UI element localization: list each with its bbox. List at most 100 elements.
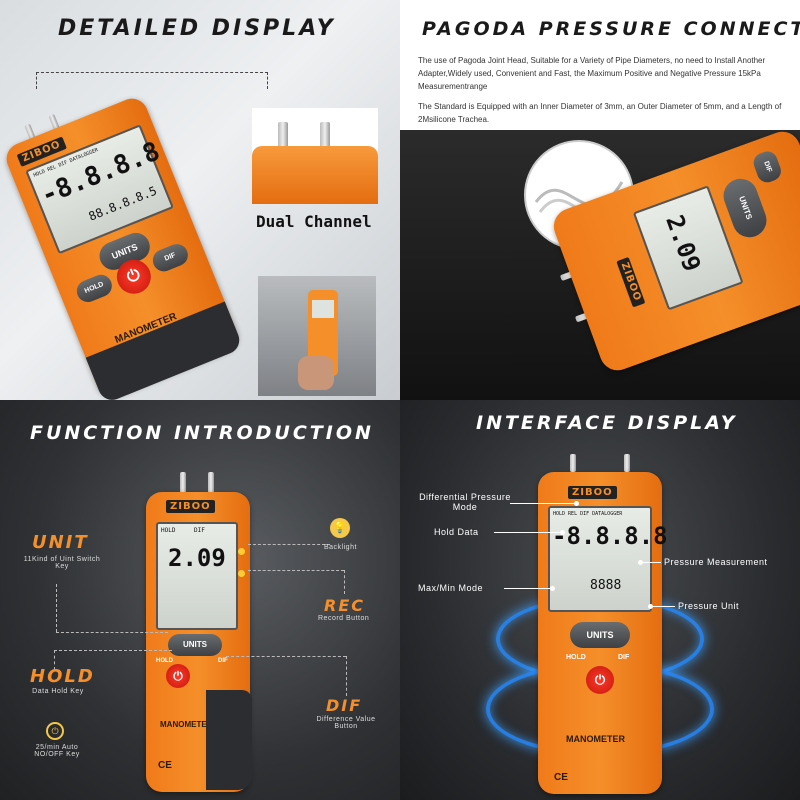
max-min-dot (550, 586, 555, 591)
interface-lcd-sub: 8888 (590, 578, 622, 593)
usage-photo-hand (298, 356, 334, 390)
manometer-device: ZIBOO HOLD REL DIF DATALOGGER -8.8.8.8 8… (1, 86, 265, 400)
detailed-display-heading: DETAILED DISPLAY (58, 16, 336, 41)
pagoda-dif-button[interactable]: DIF (750, 148, 784, 186)
rec-callout-title: REC (324, 596, 365, 615)
closeup-body (252, 146, 378, 204)
pagoda-paragraph-1: The use of Pagoda Joint Head, Suitable f… (418, 56, 766, 91)
function-model-label: MANOMETER (160, 720, 213, 729)
backlight-bulb-icon: 💡 (330, 518, 350, 538)
interface-power-button[interactable]: ⏻ (586, 666, 614, 694)
interface-heading: INTERFACE DISPLAY (476, 412, 738, 434)
interface-display-panel: INTERFACE DISPLAY ZIBOO HOLD REL DIF DAT… (400, 400, 800, 800)
function-lcd-dif: DIF (194, 527, 205, 534)
pressure-unit-label: Pressure Unit (678, 601, 740, 611)
interface-device: ZIBOO HOLD REL DIF DATALOGGER -8.8.8.8 8… (538, 454, 668, 794)
hold-callout-sub: Data Hold Key (32, 688, 84, 695)
closeup-nozzle-left (278, 122, 288, 148)
rec-connector-h (248, 570, 344, 572)
hold-button[interactable]: HOLD (73, 271, 116, 306)
function-units-button[interactable]: UNITS (168, 634, 222, 656)
function-device-body: ZIBOO HOLD DIF 2.09 UNITS HOLD DIF ⏻ MAN… (146, 492, 250, 792)
connector-closeup (252, 108, 378, 204)
interface-lcd-main: -8.8.8.8 (552, 522, 668, 550)
function-grip (206, 690, 252, 790)
backlight-connector (248, 544, 330, 546)
rec-connector-v (344, 570, 346, 594)
bracket-line (36, 72, 268, 89)
pressure-measure-dot (638, 560, 643, 565)
function-brand-logo: ZIBOO (166, 500, 215, 513)
interface-device-body: ZIBOO HOLD REL DIF DATALOGGER -8.8.8.8 8… (538, 472, 668, 794)
hold-data-label: Hold Data (434, 527, 479, 537)
rec-callout-sub: Record Button (318, 615, 370, 622)
function-nozzle-right (208, 472, 214, 494)
hold-connector-v (54, 650, 56, 670)
function-power-icon: ⏻ (173, 669, 183, 683)
power-icon: ⏻ (124, 266, 143, 287)
function-dif-label: DIF (218, 658, 228, 664)
function-lcd-hold: HOLD (161, 527, 176, 534)
unit-callout-title: UNIT (32, 532, 89, 553)
unit-connector-v (56, 584, 58, 632)
pressure-measurement-label: Pressure Measurement (664, 557, 768, 567)
pagoda-connector-panel: PAGODA PRESSURE CONNECTOR The use of Pag… (400, 0, 800, 400)
dif-connector-v (346, 656, 348, 696)
pagoda-lcd-reading: 2.09 (660, 211, 707, 276)
interface-brand-logo: ZIBOO (568, 486, 617, 499)
hold-data-line (494, 532, 560, 533)
max-min-label: Max/Min Mode (418, 583, 484, 593)
interface-hold-label: HOLD (566, 654, 586, 661)
dif-connector-h (226, 656, 346, 658)
interface-lcd: HOLD REL DIF DATALOGGER -8.8.8.8 8888 (548, 506, 668, 612)
function-nozzle-left (180, 472, 186, 494)
unit-connector-h (56, 632, 168, 634)
pagoda-brand-logo: ZIBOO (616, 256, 646, 308)
hold-callout-title: HOLD (30, 666, 95, 687)
function-device: ZIBOO HOLD DIF 2.09 UNITS HOLD DIF ⏻ MAN… (146, 466, 252, 794)
pagoda-units-label: UNITS (737, 195, 754, 221)
backlight-led (238, 548, 245, 555)
pagoda-dif-label: DIF (762, 160, 773, 174)
dif-callout-sub: Difference Value Button (316, 716, 376, 730)
interface-dif-label: DIF (618, 654, 630, 661)
backlight-callout-sub: Backlight (324, 544, 357, 551)
interface-ce-mark: CE (554, 772, 568, 783)
pagoda-units-button[interactable]: UNITS (718, 174, 772, 243)
dual-channel-caption: Dual Channel (256, 212, 372, 231)
interface-nozzle-left (570, 454, 576, 472)
dif-button[interactable]: DIF (149, 240, 192, 275)
usage-photo (258, 276, 376, 396)
diff-mode-line (510, 503, 574, 504)
pagoda-paragraph-2: The Standard is Equipped with an Inner D… (418, 102, 782, 124)
function-introduction-panel: FUNCTION INTRODUCTION ZIBOO HOLD DIF 2.0… (0, 400, 400, 800)
interface-model-label: MANOMETER (566, 734, 625, 744)
max-min-line (504, 588, 550, 589)
detailed-display-panel: DETAILED DISPLAY ZIBOO HOLD REL DIF DATA… (0, 0, 400, 400)
interface-nozzle-right (624, 454, 630, 472)
diff-mode-label: Differential Pressure Mode (419, 492, 511, 512)
function-hold-label: HOLD (156, 658, 173, 664)
function-power-button[interactable]: ⏻ (166, 664, 190, 688)
pressure-unit-line (653, 606, 675, 607)
function-heading: FUNCTION INTRODUCTION (30, 422, 374, 444)
interface-units-button[interactable]: UNITS (570, 622, 630, 648)
hold-connector-h (54, 650, 172, 652)
interface-lcd-status: HOLD REL DIF DATALOGGER (553, 511, 623, 517)
function-ce-mark: CE (158, 760, 172, 771)
closeup-nozzle-right (320, 122, 330, 148)
interface-power-icon: ⏻ (594, 672, 606, 687)
rec-led (238, 570, 245, 577)
function-lcd: HOLD DIF 2.09 (156, 522, 238, 630)
pagoda-heading: PAGODA PRESSURE CONNECTOR (422, 18, 800, 40)
hold-data-dot (560, 530, 565, 535)
dif-callout-title: DIF (326, 696, 363, 715)
power-callout-icon: ⏻ (46, 722, 64, 740)
diff-mode-dot (574, 501, 579, 506)
pressure-measure-line (643, 562, 661, 563)
power-callout-sub: 25/min Auto NO/OFF Key (34, 744, 80, 758)
function-lcd-reading: 2.09 (168, 544, 226, 572)
usage-photo-lcd (312, 300, 334, 318)
unit-callout-sub: 11Kind of Uint Switch Key (23, 556, 101, 570)
pressure-unit-dot (648, 604, 653, 609)
